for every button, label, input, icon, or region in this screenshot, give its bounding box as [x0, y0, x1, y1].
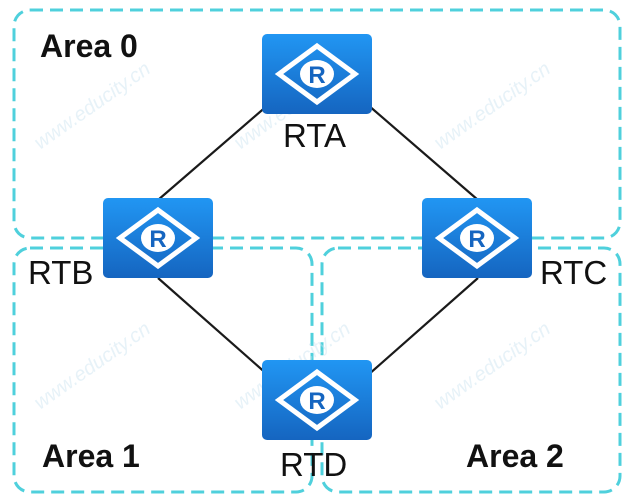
svg-text:www.educity.cn: www.educity.cn — [430, 318, 554, 414]
svg-text:R: R — [468, 226, 485, 253]
router-icon: R — [262, 34, 372, 114]
area-0-label: Area 0 — [40, 28, 138, 64]
svg-text:R: R — [149, 226, 166, 253]
link-rta-rtc — [367, 104, 479, 201]
router-rtc[interactable]: R — [422, 198, 532, 278]
router-rta-label: RTA — [283, 117, 346, 154]
svg-text:R: R — [308, 388, 325, 415]
router-rtb[interactable]: R — [103, 198, 213, 278]
area-1-label: Area 1 — [42, 438, 140, 474]
svg-text:R: R — [308, 62, 325, 89]
router-icon: R — [262, 360, 372, 440]
router-rta[interactable]: R — [262, 34, 372, 114]
router-rtc-label: RTC — [540, 254, 608, 291]
area-2-label: Area 2 — [466, 438, 564, 474]
link-rtb-rtd — [157, 277, 269, 376]
svg-text:www.educity.cn: www.educity.cn — [30, 318, 154, 414]
area-0-boundary — [12, 8, 622, 240]
svg-text:www.educity.cn: www.educity.cn — [430, 58, 554, 154]
router-rtd-label: RTD — [280, 446, 348, 483]
router-rtb-label: RTB — [28, 254, 94, 291]
router-icon: R — [422, 198, 532, 278]
router-icon: R — [103, 198, 213, 278]
link-rta-rtb — [157, 104, 269, 201]
router-rtd[interactable]: R — [262, 360, 372, 440]
svg-text:www.educity.cn: www.educity.cn — [30, 58, 154, 154]
link-rtc-rtd — [367, 277, 479, 376]
